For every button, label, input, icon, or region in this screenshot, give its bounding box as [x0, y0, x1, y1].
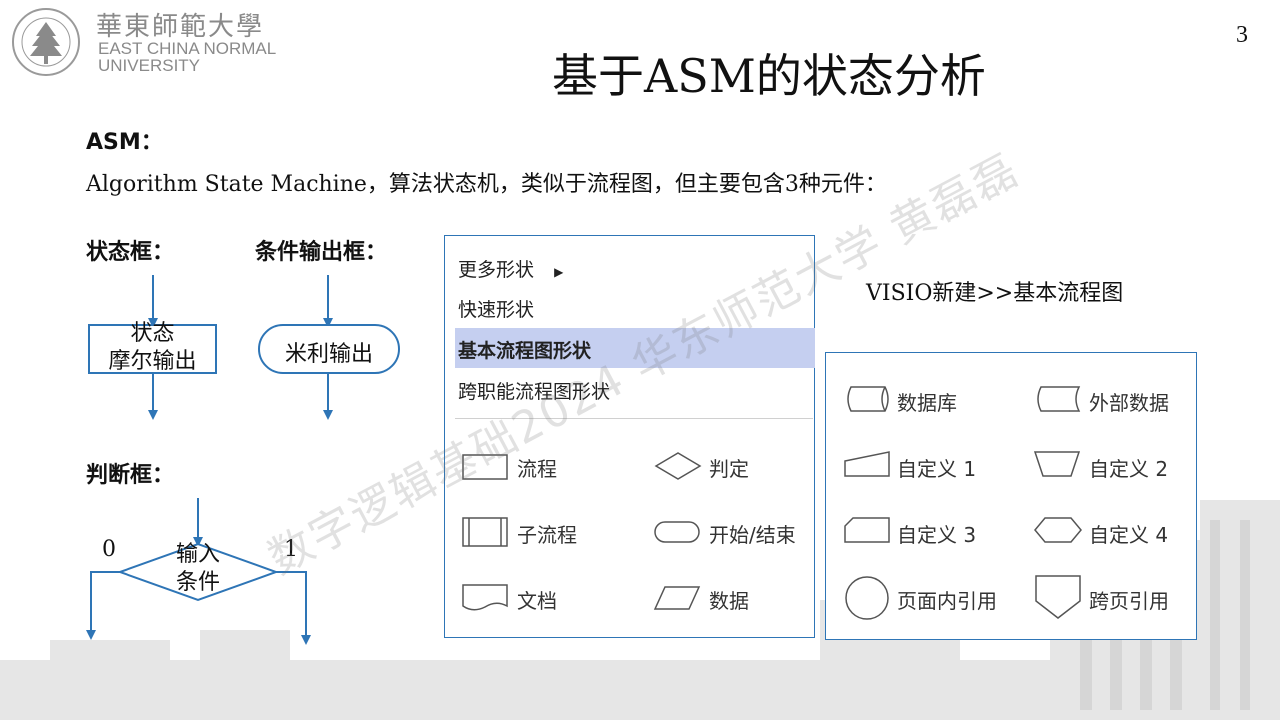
shape-custom3-label[interactable]: 自定义 3 — [897, 523, 977, 547]
state-box-diagram — [88, 275, 217, 420]
state-box-line1: 状态 — [130, 321, 175, 346]
state-box-line2: 摩尔输出 — [108, 349, 197, 374]
custom1-shape-icon — [844, 451, 890, 477]
page-title: 基于ASM的状态分析 — [552, 49, 986, 103]
shape-off-page-ref-label[interactable]: 跨页引用 — [1089, 589, 1169, 613]
decision-label: 判断框： — [86, 463, 175, 488]
menu-item-more-shapes[interactable]: 更多形状 ▶ — [458, 255, 563, 282]
shape-custom4-label[interactable]: 自定义 4 — [1089, 523, 1169, 547]
decision-line1: 输入 — [175, 542, 220, 567]
shape-process-label[interactable]: 流程 — [517, 457, 557, 481]
shape-data-label[interactable]: 数据 — [709, 589, 749, 613]
asm-description: Algorithm State Machine，算法状态机，类似于流程图，但主要… — [86, 172, 887, 197]
menu-highlight — [455, 328, 815, 368]
shape-on-page-ref-label[interactable]: 页面内引用 — [897, 589, 997, 613]
decision-shape-icon — [654, 452, 702, 480]
shape-decision-label[interactable]: 判定 — [709, 457, 749, 481]
shape-database-label[interactable]: 数据库 — [897, 391, 957, 415]
asm-heading: ASM： — [86, 130, 163, 155]
decision-diagram — [86, 498, 311, 645]
logo-en-line1: EAST CHINA NORMAL — [98, 39, 277, 58]
menu-item-basic-flowchart[interactable]: 基本流程图形状 — [458, 340, 592, 362]
data-shape-icon — [653, 586, 701, 610]
chevron-right-icon: ▶ — [554, 265, 564, 279]
cond-output-diagram — [258, 275, 400, 420]
on-page-reference-icon — [845, 576, 889, 620]
visio-note: VISIO新建>>基本流程图 — [866, 281, 1124, 306]
state-box-label: 状态框： — [86, 240, 175, 265]
off-page-reference-icon — [1035, 575, 1081, 619]
menu-divider — [455, 418, 813, 419]
decision-line2: 条件 — [175, 570, 220, 595]
subprocess-shape-icon — [462, 517, 508, 547]
shape-subprocess-label[interactable]: 子流程 — [517, 523, 577, 547]
logo-cn: 華東師範大學 — [96, 12, 265, 42]
visio-shapes-panel: 更多形状 ▶ 快速形状 基本流程图形状 跨职能流程图形状 流程 判定 子流程 开… — [444, 235, 815, 638]
custom4-shape-icon — [1034, 517, 1082, 543]
menu-item-more-shapes-label: 更多形状 — [458, 259, 535, 281]
shape-terminator-label[interactable]: 开始/结束 — [709, 523, 796, 547]
terminator-shape-icon — [654, 521, 700, 543]
custom2-shape-icon — [1033, 451, 1081, 477]
cond-output-label: 条件输出框： — [255, 240, 388, 265]
decision-true-label: 1 — [284, 537, 298, 562]
decision-false-label: 0 — [102, 537, 116, 562]
database-shape-icon — [847, 386, 889, 412]
menu-item-quick-shapes[interactable]: 快速形状 — [458, 299, 535, 321]
state-box-text: 状态 摩尔输出 — [89, 320, 216, 376]
menu-item-cross-functional[interactable]: 跨职能流程图形状 — [458, 381, 611, 403]
document-shape-icon — [462, 584, 508, 611]
custom3-shape-icon — [844, 517, 890, 543]
page-number: 3 — [1236, 22, 1248, 48]
decision-text: 输入 条件 — [150, 541, 246, 597]
cond-output-text: 米利输出 — [284, 342, 373, 367]
extra-shapes-panel: 数据库 外部数据 自定义 1 自定义 2 自定义 3 自定义 4 页面内引用 跨… — [825, 352, 1197, 640]
process-shape-icon — [462, 454, 508, 480]
shape-document-label[interactable]: 文档 — [517, 589, 557, 613]
shape-custom1-label[interactable]: 自定义 1 — [897, 457, 977, 481]
logo-en-line2: UNIVERSITY — [98, 56, 201, 75]
shape-external-data-label[interactable]: 外部数据 — [1089, 391, 1169, 415]
shape-custom2-label[interactable]: 自定义 2 — [1089, 457, 1169, 481]
external-data-shape-icon — [1037, 386, 1081, 412]
university-seal-icon — [12, 8, 80, 76]
